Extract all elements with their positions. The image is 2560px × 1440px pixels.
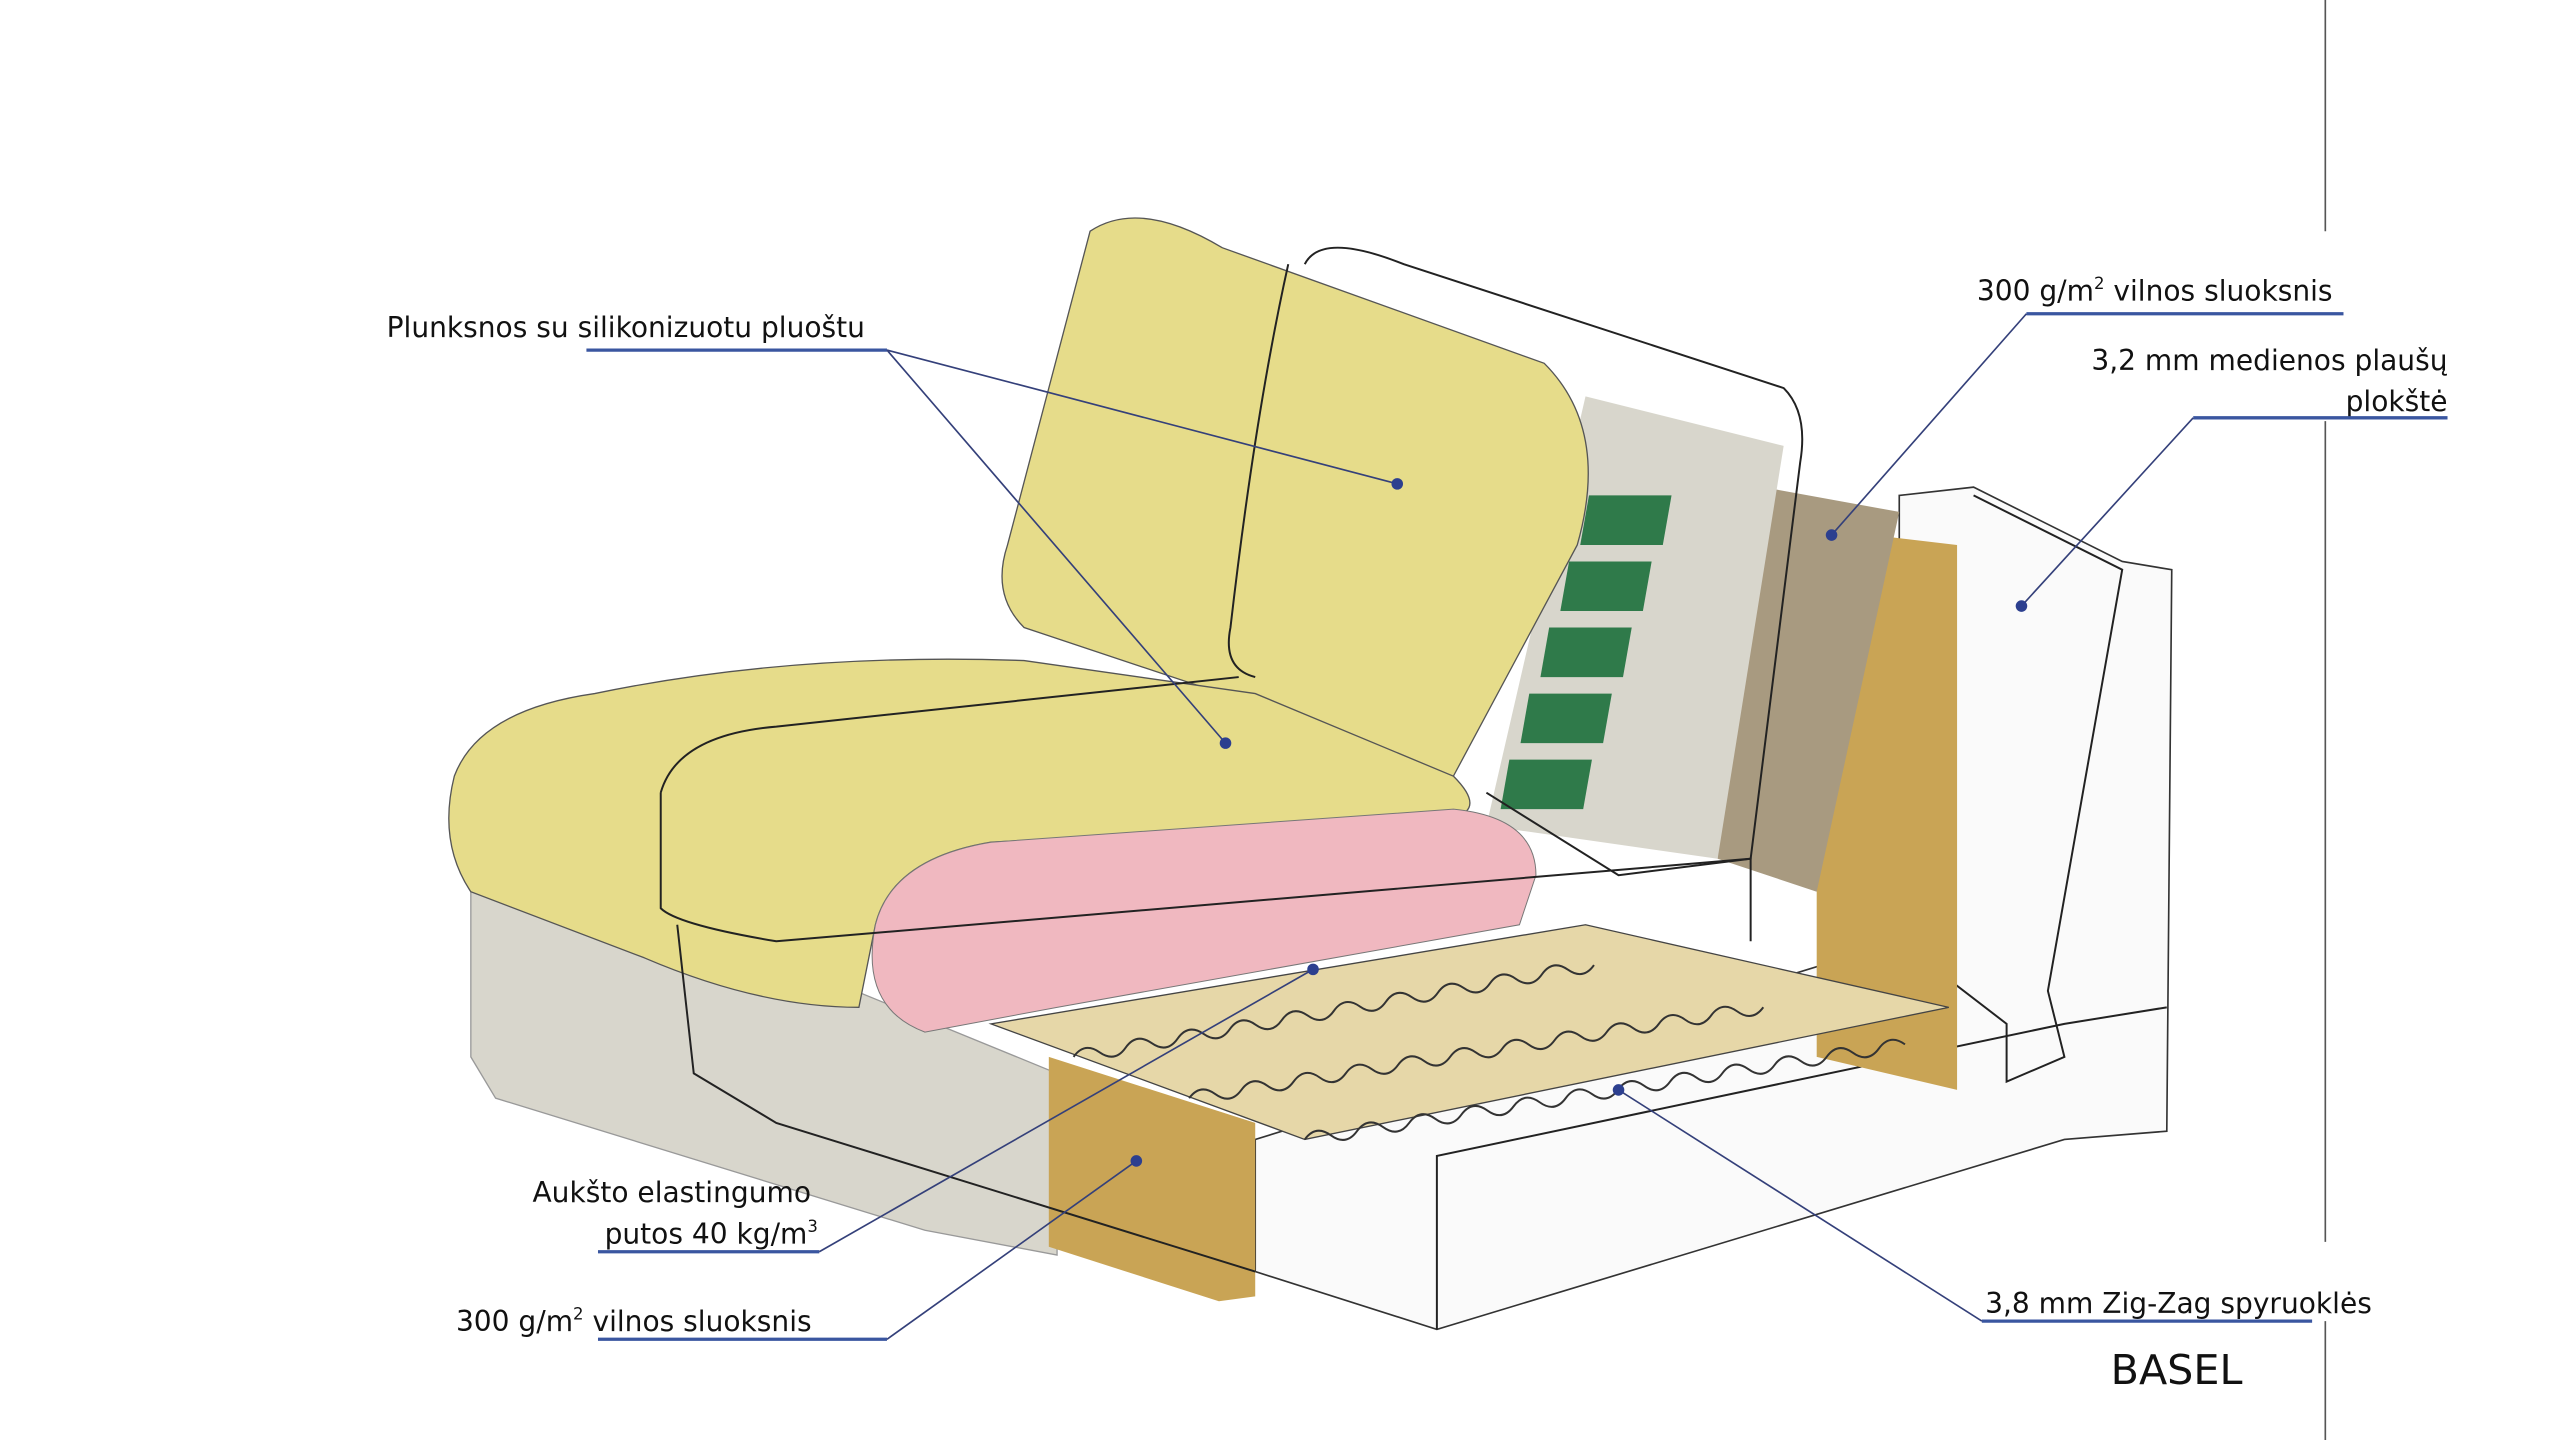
callout-springs: 3,8 mm Zig-Zag spyruoklės bbox=[1612, 1084, 2372, 1323]
zigzag-springs bbox=[1072, 964, 1906, 1141]
back-cushion bbox=[1001, 217, 1589, 777]
label-feathers: Plunksnos su silikonizuotu pluoštu bbox=[387, 311, 865, 344]
product-title: BASEL bbox=[2111, 1346, 2243, 1394]
sofa-illustration bbox=[448, 217, 2173, 1331]
callout-feathers: Plunksnos su silikonizuotu pluoštu bbox=[387, 311, 1404, 749]
spring-deck bbox=[988, 924, 1949, 1141]
label-fibreboard-2: plokštė bbox=[2346, 385, 2448, 418]
label-wool-top: 300 g/m2 vilnos sluoksnis bbox=[1977, 274, 2333, 308]
callout-wool-bottom: 300 g/m2 vilnos sluoksnis bbox=[456, 1155, 1143, 1341]
label-springs: 3,8 mm Zig-Zag spyruoklės bbox=[1985, 1287, 2372, 1320]
callout-fibreboard: 3,2 mm medienos plaušų plokštė bbox=[2015, 344, 2448, 612]
foam-layer bbox=[871, 808, 1537, 1033]
label-fibreboard-1: 3,2 mm medienos plaušų bbox=[2091, 344, 2447, 377]
wooden-frame-front bbox=[1048, 1056, 1256, 1302]
label-wool-bottom: 300 g/m2 vilnos sluoksnis bbox=[456, 1304, 812, 1338]
label-foam-2: putos 40 kg/m3 bbox=[605, 1217, 818, 1251]
callout-foam: Aukšto elastingumo putos 40 kg/m3 bbox=[532, 963, 1319, 1254]
back-springs bbox=[1500, 495, 1672, 810]
label-foam-1: Aukšto elastingumo bbox=[532, 1176, 811, 1209]
callout-wool-top: 300 g/m2 vilnos sluoksnis bbox=[1825, 274, 2344, 541]
fibreboard bbox=[1717, 478, 1900, 892]
